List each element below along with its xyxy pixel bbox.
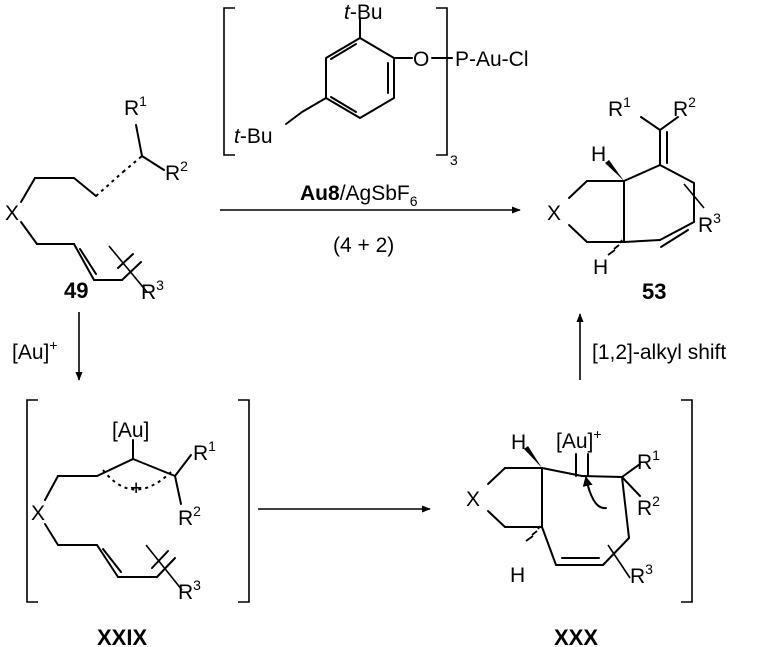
r1-sup: 1 <box>139 93 147 109</box>
r2-sup: 2 <box>193 503 201 519</box>
intermediate-xxix-structure <box>26 399 250 603</box>
xxx-h-top: H <box>511 431 526 454</box>
compound-49-r2: R2 <box>165 158 188 185</box>
catalyst-tbu-top: t-Bu <box>344 1 383 24</box>
catalyst-subscript: 3 <box>450 152 458 168</box>
right-arrow-label: [1,2]-alkyl shift <box>592 341 726 364</box>
r1-sup: 1 <box>623 94 631 110</box>
tbu-rest: -Bu <box>240 125 273 148</box>
xxx-right-bracket <box>681 399 693 603</box>
compound-49-label: 49 <box>64 278 88 303</box>
catalyst-left-bracket <box>223 7 235 156</box>
xxx-label: XXX <box>554 625 598 647</box>
r1-letter: R <box>637 451 652 474</box>
r1-letter: R <box>608 98 623 121</box>
xxix-allyl-delocalization <box>102 469 172 491</box>
r3-sup: 3 <box>193 577 201 593</box>
xxx-curved-arrow <box>582 476 607 510</box>
xxix-label: XXIX <box>97 625 147 647</box>
xxix-left-bracket <box>26 399 38 603</box>
tbu-t-italic: t <box>234 125 241 148</box>
compound-49-r3: R3 <box>141 277 164 304</box>
catalyst-right-bracket <box>436 7 448 156</box>
r3-letter: R <box>698 214 713 237</box>
au-plus: + <box>49 337 57 353</box>
xxx-au: [Au]+ <box>556 426 602 453</box>
reagent-rest: /AgSbF <box>340 182 410 205</box>
xxix-r2: R2 <box>178 503 201 530</box>
xxix-au: [Au] <box>112 419 149 442</box>
catalyst-tbu-left: t-Bu <box>234 125 273 148</box>
intermediate-xxx-structure <box>487 399 693 603</box>
compound-53-r3: R3 <box>698 210 721 237</box>
r3-letter: R <box>141 281 156 304</box>
compound-53-structure <box>568 116 705 256</box>
au-text: [Au] <box>12 341 49 364</box>
catalyst-structure <box>223 7 453 156</box>
catalyst-oxygen: O <box>413 48 429 71</box>
catalyst-phosphite-gold: P-Au-Cl <box>455 48 529 71</box>
compound-49-r1: R1 <box>124 93 147 120</box>
r2-sup: 2 <box>688 94 696 110</box>
compound-53-label: 53 <box>642 279 666 304</box>
compound-49-x: X <box>5 202 19 225</box>
reagent-bold: Au8 <box>300 182 340 205</box>
au-text: [Au] <box>556 430 593 453</box>
xxx-h-bottom: H <box>510 564 525 587</box>
xxx-x: X <box>466 488 480 511</box>
compound-53-r1: R1 <box>608 94 631 121</box>
r3-letter: R <box>630 565 645 588</box>
xxix-r1: R1 <box>193 438 216 465</box>
au-plus: + <box>593 426 601 442</box>
xxx-r1: R1 <box>637 447 660 474</box>
r3-sup: 3 <box>156 277 164 293</box>
compound-53-h-bottom: H <box>593 256 608 279</box>
r3-sup: 3 <box>713 210 721 226</box>
r1-sup: 1 <box>208 438 216 454</box>
top-arrow-mode: (4 + 2) <box>333 234 394 257</box>
compound-49-structure <box>20 124 165 293</box>
compound-53-x: X <box>547 202 561 225</box>
r1-sup: 1 <box>652 447 660 463</box>
xxix-x: X <box>31 502 45 525</box>
r2-letter: R <box>178 507 193 530</box>
compound-53-r2: R2 <box>673 94 696 121</box>
r2-letter: R <box>165 162 180 185</box>
r2-sup: 2 <box>652 493 660 509</box>
xxx-r2: R2 <box>637 493 660 520</box>
r3-letter: R <box>178 581 193 604</box>
xxx-r3: R3 <box>630 561 653 588</box>
top-arrow-reagent: Au8/AgSbF6 <box>300 182 418 209</box>
left-arrow-label: [Au]+ <box>12 337 58 364</box>
r1-letter: R <box>193 442 208 465</box>
r2-letter: R <box>673 98 688 121</box>
xxix-r3: R3 <box>178 577 201 604</box>
r2-sup: 2 <box>180 158 188 174</box>
r1-letter: R <box>124 97 139 120</box>
r3-sup: 3 <box>645 561 653 577</box>
catalyst-benzene-ring <box>325 37 395 119</box>
xxix-right-bracket <box>238 399 250 603</box>
r2-letter: R <box>637 497 652 520</box>
tbu-rest: -Bu <box>350 1 383 24</box>
reagent-subscript: 6 <box>410 193 418 209</box>
tbu-t-italic: t <box>344 1 351 24</box>
compound-53-h-top: H <box>591 143 606 166</box>
xxix-charge: + <box>130 477 142 500</box>
